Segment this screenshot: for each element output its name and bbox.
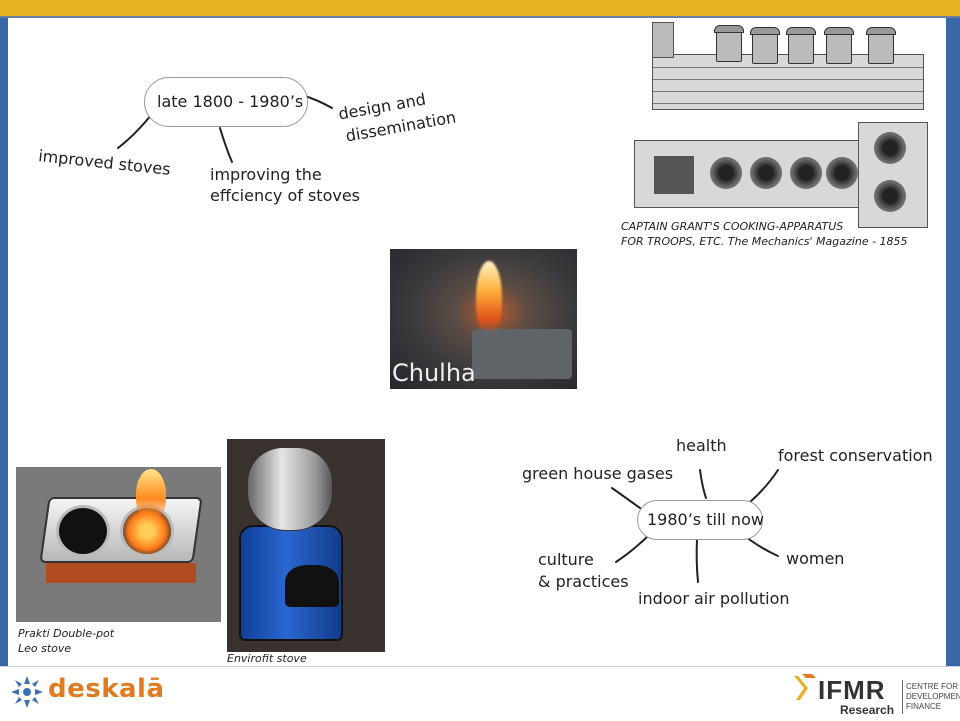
envirofit-stove-photo	[227, 439, 385, 652]
mindmap-top-center-bubble	[144, 77, 308, 127]
left-side-bar	[0, 18, 8, 666]
mindmap-node-health: health	[676, 436, 727, 455]
historic-caption-line1: CAPTAIN GRANT'S COOKING-APPARATUS	[621, 220, 844, 233]
ifmr-logo-icon	[794, 674, 816, 700]
prakti-caption-line1: Prakti Double-pot	[18, 627, 115, 640]
flame-icon	[476, 261, 502, 333]
mindmap-node-culture-line2: & practices	[538, 572, 629, 591]
ifmr-side-line1: CENTRE FOR	[906, 682, 958, 691]
mindmap-node-forest-conservation: forest conservation	[778, 446, 933, 465]
right-side-bar	[946, 18, 960, 666]
mindmap-top-center-label: late 1800 - 1980’s	[157, 92, 304, 111]
mindmap-node-green-house-gases: green house gases	[522, 464, 674, 483]
deskala-wordmark: deskalā	[48, 674, 165, 704]
mindmap-bottom-center-label: 1980’s till now	[647, 510, 764, 529]
prakti-stove-photo	[16, 467, 221, 622]
envirofit-caption: Envirofit stove	[227, 652, 307, 665]
top-accent-bar	[0, 0, 960, 18]
ifmr-wordmark: IFMR	[818, 675, 886, 705]
mindmap-node-women: women	[786, 549, 845, 568]
ifmr-centre-text: CENTRE FOR DEVELOPMENT FINANCE	[906, 682, 960, 712]
chulha-photo: Chulha	[390, 249, 577, 389]
chulha-label: Chulha	[392, 359, 476, 387]
ifmr-side-line3: FINANCE	[906, 702, 942, 711]
deskala-sun-logo-icon	[11, 676, 43, 708]
mindmap-bottom-center-bubble	[637, 500, 763, 540]
flame-icon	[136, 469, 166, 519]
prakti-caption-line2: Leo stove	[18, 642, 72, 655]
mindmap-node-indoor-air-pollution: indoor air pollution	[638, 589, 790, 608]
ifmr-side-line2: DEVELOPMENT	[906, 692, 960, 701]
ifmr-research-label: Research	[840, 703, 895, 717]
historic-caption-line2: FOR TROOPS, ETC. The Mechanics' Magazine…	[621, 235, 908, 248]
footer-bar	[0, 666, 960, 721]
mindmap-branch-improving-line2: effciency of stoves	[210, 186, 360, 205]
mindmap-node-culture-line1: culture	[538, 550, 594, 569]
ifmr-divider	[902, 680, 903, 714]
mindmap-branch-improving-line1: improving the	[210, 165, 322, 184]
